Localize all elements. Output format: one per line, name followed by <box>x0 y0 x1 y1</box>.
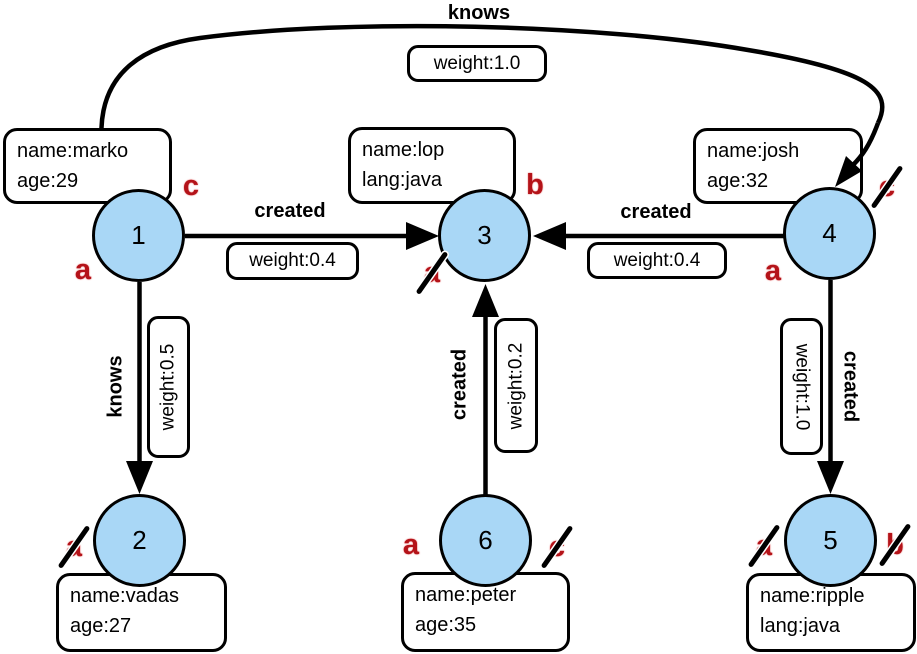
node-circle-4: 4 <box>783 187 876 280</box>
weight-box-1-4: weight:1.0 <box>407 45 547 82</box>
marker-letter: a <box>402 528 420 561</box>
weight-text: weight:1.0 <box>433 52 521 74</box>
prop-line: lang:java <box>760 615 841 637</box>
prop-line: name:ripple <box>760 585 865 607</box>
marker-letter: a <box>74 253 92 286</box>
prop-line: name:lop <box>362 139 445 161</box>
props-box-vadas: name:vadas age:27 <box>56 573 227 652</box>
weight-text: weight:0.5 <box>157 343 179 431</box>
marker-6-a: a <box>394 528 428 562</box>
weight-box-6-3: weight:0.2 <box>494 318 538 453</box>
weight-text: weight:0.4 <box>613 249 701 271</box>
node-id: 1 <box>131 220 146 250</box>
weight-box-1-3: weight:0.4 <box>226 242 359 280</box>
edge-label-6-3: created <box>448 348 471 421</box>
marker-2-a: a <box>57 525 91 569</box>
edge-label-4-3: created <box>620 201 692 223</box>
marker-4-a: a <box>756 254 790 288</box>
edge-6-3-arrowhead <box>472 284 499 317</box>
marker-4-c: c <box>870 165 904 209</box>
marker-6-c: c <box>540 525 574 569</box>
edge-label-1-3: created <box>254 200 326 222</box>
marker-3-a: a <box>415 251 449 295</box>
node-id: 3 <box>477 220 492 250</box>
node-id: 5 <box>823 525 838 555</box>
prop-line: age:27 <box>70 615 132 637</box>
node-circle-2: 2 <box>93 494 186 587</box>
weight-text: weight:0.4 <box>249 250 336 271</box>
edge-1-3-arrowhead <box>406 222 439 250</box>
node-circle-6: 6 <box>439 494 532 587</box>
prop-line: name:peter <box>415 584 517 606</box>
marker-letter: c <box>182 169 200 202</box>
edge-label-1-2: knows <box>104 355 127 418</box>
edge-label-1-4: knows <box>447 2 511 24</box>
weight-text: weight:0.2 <box>505 342 526 429</box>
edge-4-5-arrowhead <box>817 461 844 494</box>
edge-label-4-5: created <box>839 350 862 423</box>
marker-3-b: b <box>518 168 552 202</box>
prop-line: name:vadas <box>70 585 179 607</box>
prop-line: age:29 <box>17 170 79 192</box>
marker-letter: b <box>526 168 544 201</box>
edge-4-3-arrowhead <box>533 222 566 250</box>
marker-5-b: b <box>878 523 912 567</box>
node-id: 2 <box>132 525 147 555</box>
weight-text: weight:1.0 <box>791 343 813 430</box>
node-circle-1: 1 <box>92 189 185 282</box>
weight-box-1-2: weight:0.5 <box>147 316 190 458</box>
node-circle-5: 5 <box>784 494 877 587</box>
marker-letter: a <box>764 254 782 287</box>
prop-line: age:35 <box>415 614 477 636</box>
marker-1-a: a <box>66 253 100 287</box>
prop-line: name:marko <box>17 140 129 162</box>
marker-5-a: a <box>747 524 781 568</box>
weight-box-4-5: weight:1.0 <box>780 318 823 455</box>
node-id: 4 <box>822 218 837 248</box>
node-circle-3: 3 <box>438 189 531 282</box>
marker-1-c: c <box>174 169 208 203</box>
node-id: 6 <box>478 525 493 555</box>
prop-line: name:josh <box>707 140 800 162</box>
weight-box-4-3: weight:0.4 <box>587 242 727 279</box>
edge-1-2-arrowhead <box>126 461 153 494</box>
